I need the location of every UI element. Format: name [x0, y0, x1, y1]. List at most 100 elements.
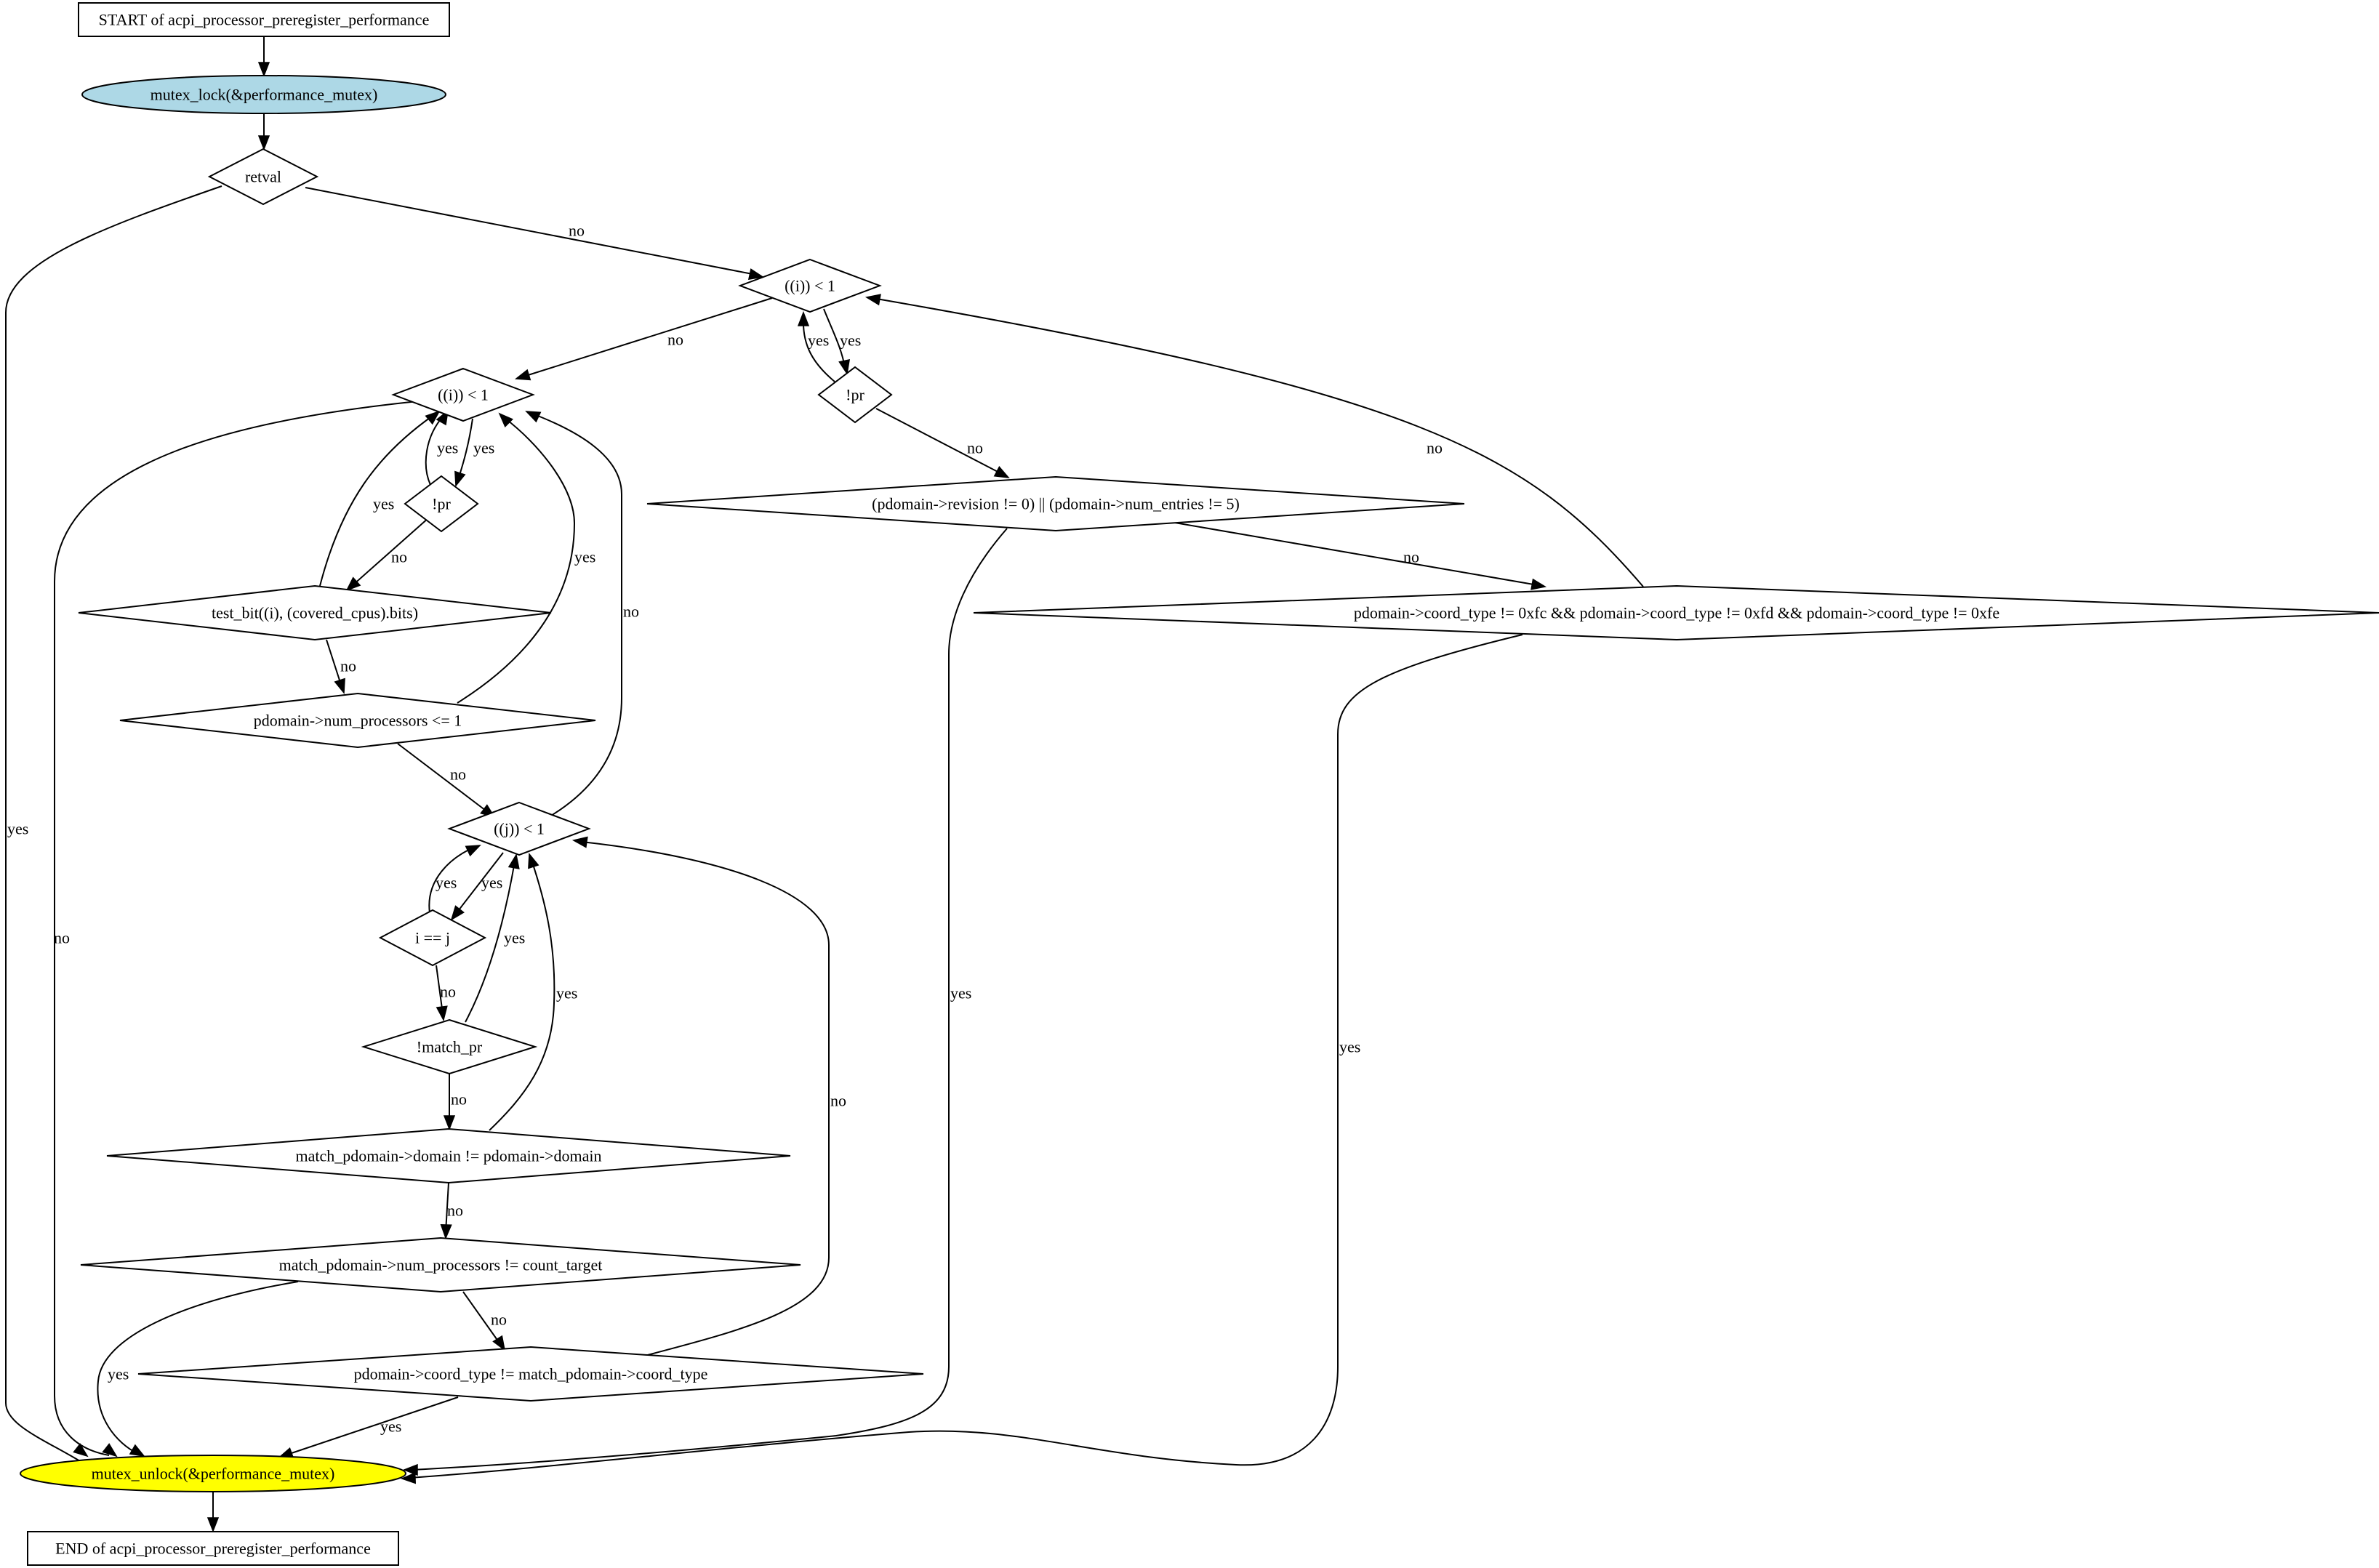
node-start: START of acpi_processor_preregister_perf…: [78, 2, 450, 37]
decision-diamond: [207, 148, 319, 206]
node-unlock: mutex_unlock(&performance_mutex): [20, 1455, 406, 1492]
node-label: mutex_lock(&performance_mutex): [151, 86, 378, 104]
node-loop_i1: ((i)) < 1: [738, 258, 882, 313]
edge-label-no: no: [491, 1311, 507, 1329]
edge-line: [457, 417, 576, 704]
edge-label-no: no: [967, 439, 983, 457]
node-label: START of acpi_processor_preregister_perf…: [99, 11, 430, 29]
edge-loop_i2-to-unlock: no: [54, 401, 419, 1458]
edge-testbit-to-loop_i2: yes: [319, 410, 441, 587]
node-loop_j: ((j)) < 1: [447, 801, 591, 856]
edge-ieqj-to-matchpr: no: [436, 965, 456, 1022]
arrowhead-icon: [257, 62, 270, 78]
node-matchpr: !match_pr: [361, 1018, 538, 1075]
node-pr2: !pr: [404, 475, 479, 533]
edge-line: [409, 634, 1523, 1479]
edge-pr1-to-revision: no: [875, 408, 1010, 478]
edge-revision-to-coordtype: no: [1170, 521, 1547, 590]
arrowhead-icon: [345, 576, 361, 592]
edge-line: [284, 1396, 459, 1456]
arrowhead-icon: [465, 845, 481, 857]
arrowhead-icon: [334, 678, 345, 694]
node-pr1: !pr: [817, 366, 893, 424]
edge-start-to-lock: [257, 36, 270, 78]
edge-loop_j-to-loop_i2: no: [525, 411, 639, 816]
edge-label-yes: yes: [473, 439, 494, 457]
node-label: i == j: [415, 929, 450, 947]
process-box: [78, 2, 450, 37]
edge-coordmatch-to-loop_j: no: [571, 836, 846, 1357]
node-label: pdomain->coord_type != match_pdomain->co…: [354, 1365, 708, 1383]
node-ieqj: i == j: [378, 909, 487, 967]
node-label: mutex_unlock(&performance_mutex): [92, 1465, 335, 1483]
edge-line: [531, 413, 622, 816]
edge-line: [97, 1281, 299, 1455]
node-label: pdomain->coord_type != 0xfc && pdomain->…: [1354, 604, 1999, 622]
edge-label-no: no: [1427, 439, 1443, 457]
node-count: match_pdomain->num_processors != count_t…: [80, 1237, 801, 1293]
arrowhead-icon: [747, 268, 765, 281]
edge-label-yes: yes: [7, 820, 28, 838]
edge-label-yes: yes: [574, 548, 595, 566]
call-ellipse: [20, 1455, 406, 1492]
node-label: !pr: [432, 495, 451, 513]
decision-diamond: [404, 475, 479, 533]
node-label: ((j)) < 1: [494, 820, 545, 838]
decision-diamond: [391, 367, 535, 422]
arrowhead-icon: [508, 853, 520, 869]
decision-diamond: [137, 1346, 924, 1402]
node-label: match_pdomain->num_processors != count_t…: [279, 1256, 603, 1274]
node-label: pdomain->num_processors <= 1: [254, 712, 462, 730]
decision-diamond: [78, 584, 552, 641]
edge-count-to-coordmatch: no: [462, 1291, 507, 1351]
arrowhead-icon: [515, 369, 531, 381]
edge-label-yes: yes: [950, 984, 971, 1002]
edge-line: [523, 297, 773, 377]
edge-line: [411, 528, 1008, 1471]
node-label: ((i)) < 1: [785, 277, 835, 295]
arrowhead-icon: [864, 294, 881, 306]
edge-matchpr-to-domain: no: [443, 1074, 467, 1131]
node-label: match_pdomain->domain != pdomain->domain: [296, 1147, 602, 1165]
edge-line: [457, 418, 473, 481]
edge-numproc-to-loop_i2: yes: [457, 412, 595, 704]
edge-line: [465, 861, 515, 1023]
edge-label-no: no: [451, 1090, 467, 1109]
node-label: END of acpi_processor_preregister_perfor…: [55, 1540, 371, 1558]
edge-label-yes: yes: [436, 874, 457, 892]
arrowhead-icon: [425, 410, 441, 425]
edge-loop_j-to-ieqj: yes: [450, 852, 504, 921]
node-numproc: pdomain->num_processors <= 1: [119, 692, 596, 749]
arrowhead-icon: [1530, 578, 1547, 590]
edge-label-no: no: [440, 983, 456, 1001]
edge-label-yes: yes: [1339, 1038, 1360, 1056]
node-label: !match_pr: [417, 1038, 483, 1056]
edge-pr2-to-testbit: no: [345, 517, 430, 592]
node-coordtype: pdomain->coord_type != 0xfc && pdomain->…: [973, 584, 2379, 641]
decision-diamond: [119, 692, 596, 749]
edge-unlock-to-end: [206, 1492, 220, 1533]
edge-lock-to-retval: [257, 113, 270, 151]
node-end: END of acpi_processor_preregister_perfor…: [27, 1531, 399, 1566]
edge-retval-to-unlock: yes: [5, 185, 222, 1462]
decision-diamond: [447, 801, 591, 856]
arrowhead-icon: [440, 1223, 452, 1240]
edge-coordmatch-to-unlock: yes: [278, 1396, 459, 1459]
edge-label-no: no: [54, 929, 70, 947]
edge-label-no: no: [447, 1202, 463, 1220]
edge-line: [428, 847, 474, 914]
edge-coordtype-to-loop_i1: no: [864, 294, 1644, 587]
edge-line: [305, 187, 757, 276]
edge-line: [425, 415, 444, 486]
decision-diamond: [378, 909, 487, 967]
edge-matchpr-to-loop_j: yes: [465, 853, 525, 1023]
decision-diamond: [973, 584, 2379, 641]
arrowhead-icon: [402, 1463, 418, 1476]
arrowhead-icon: [443, 1115, 456, 1131]
arrowhead-icon: [400, 1472, 417, 1484]
node-label: test_bit((i), (covered_cpus).bits): [212, 604, 418, 622]
decision-diamond: [817, 366, 893, 424]
arrowhead-icon: [492, 1335, 506, 1351]
edge-domain-to-loop_j: yes: [489, 853, 577, 1131]
